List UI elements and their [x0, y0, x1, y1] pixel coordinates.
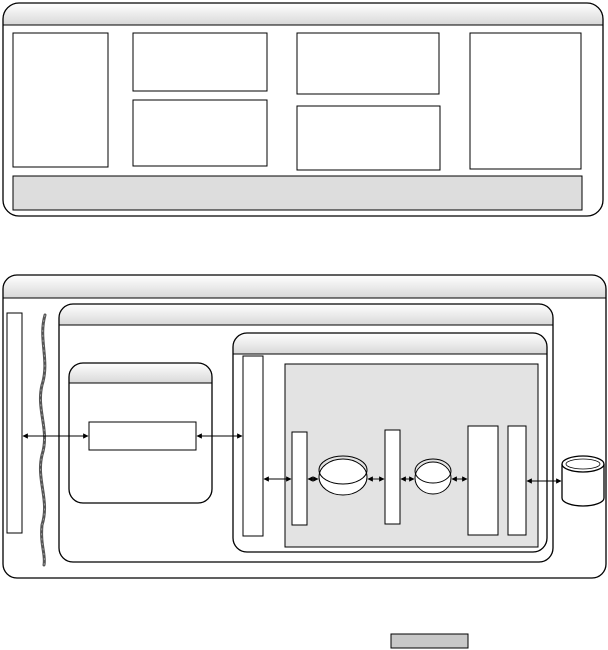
ellipse-2 — [414, 458, 452, 495]
top-box-4 — [296, 32, 440, 95]
inner-container-header — [233, 333, 547, 354]
wavy-boundary-texture — [40, 314, 46, 566]
top-panel-frame — [2, 2, 604, 217]
top-panel-header — [3, 3, 603, 25]
top-box-3 — [132, 99, 268, 167]
shaded-region — [284, 363, 539, 548]
component-3 — [467, 425, 499, 536]
inner-container — [232, 332, 548, 553]
bottom-panel — [2, 274, 607, 579]
ellipse-1 — [318, 455, 368, 496]
top-box-1 — [12, 32, 109, 168]
small-container — [68, 362, 213, 504]
component-4 — [507, 425, 527, 536]
top-panel — [2, 2, 604, 217]
top-box-2 — [132, 32, 268, 92]
component-2 — [384, 429, 401, 525]
bottom-panel-frame — [2, 274, 607, 579]
bottom-panel-header — [3, 275, 606, 298]
tall-bar — [242, 355, 264, 537]
small-container-header — [69, 363, 212, 383]
top-footer-bar — [12, 175, 583, 211]
database-icon — [561, 455, 605, 507]
top-box-6 — [469, 32, 582, 170]
component-1 — [291, 431, 308, 526]
outer-container — [58, 303, 554, 563]
outer-container-header — [59, 304, 553, 325]
top-box-5 — [296, 105, 441, 171]
legend-swatch — [390, 633, 469, 649]
small-box — [88, 421, 197, 451]
left-bar — [6, 312, 23, 534]
